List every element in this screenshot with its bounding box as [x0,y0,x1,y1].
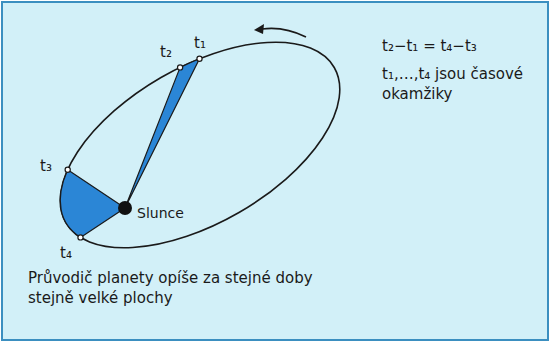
time-note: t₁,…,t₄ jsou časové okamžiky [382,64,527,104]
panel-ground [2,2,548,340]
time-label: t₄ [60,243,72,263]
planet-position [65,167,70,172]
planet-position [78,235,83,240]
motion-arrowhead [254,24,264,34]
sun-dot [118,201,132,215]
swept-area [125,59,200,208]
swept-area [60,170,125,238]
time-label: t₁ [194,33,206,53]
time-label: t₃ [40,156,52,176]
orbit-ellipse [27,0,373,290]
planet-position [178,65,183,70]
motion-arrow [262,28,306,37]
sun-label: Slunce [137,203,184,223]
time-label: t₂ [160,42,172,62]
planet-position [197,56,202,61]
time-equation: t₂−t₁ = t₄−t₃ [382,36,477,56]
caption: Průvodič planety opíše za stejné doby st… [28,268,363,308]
